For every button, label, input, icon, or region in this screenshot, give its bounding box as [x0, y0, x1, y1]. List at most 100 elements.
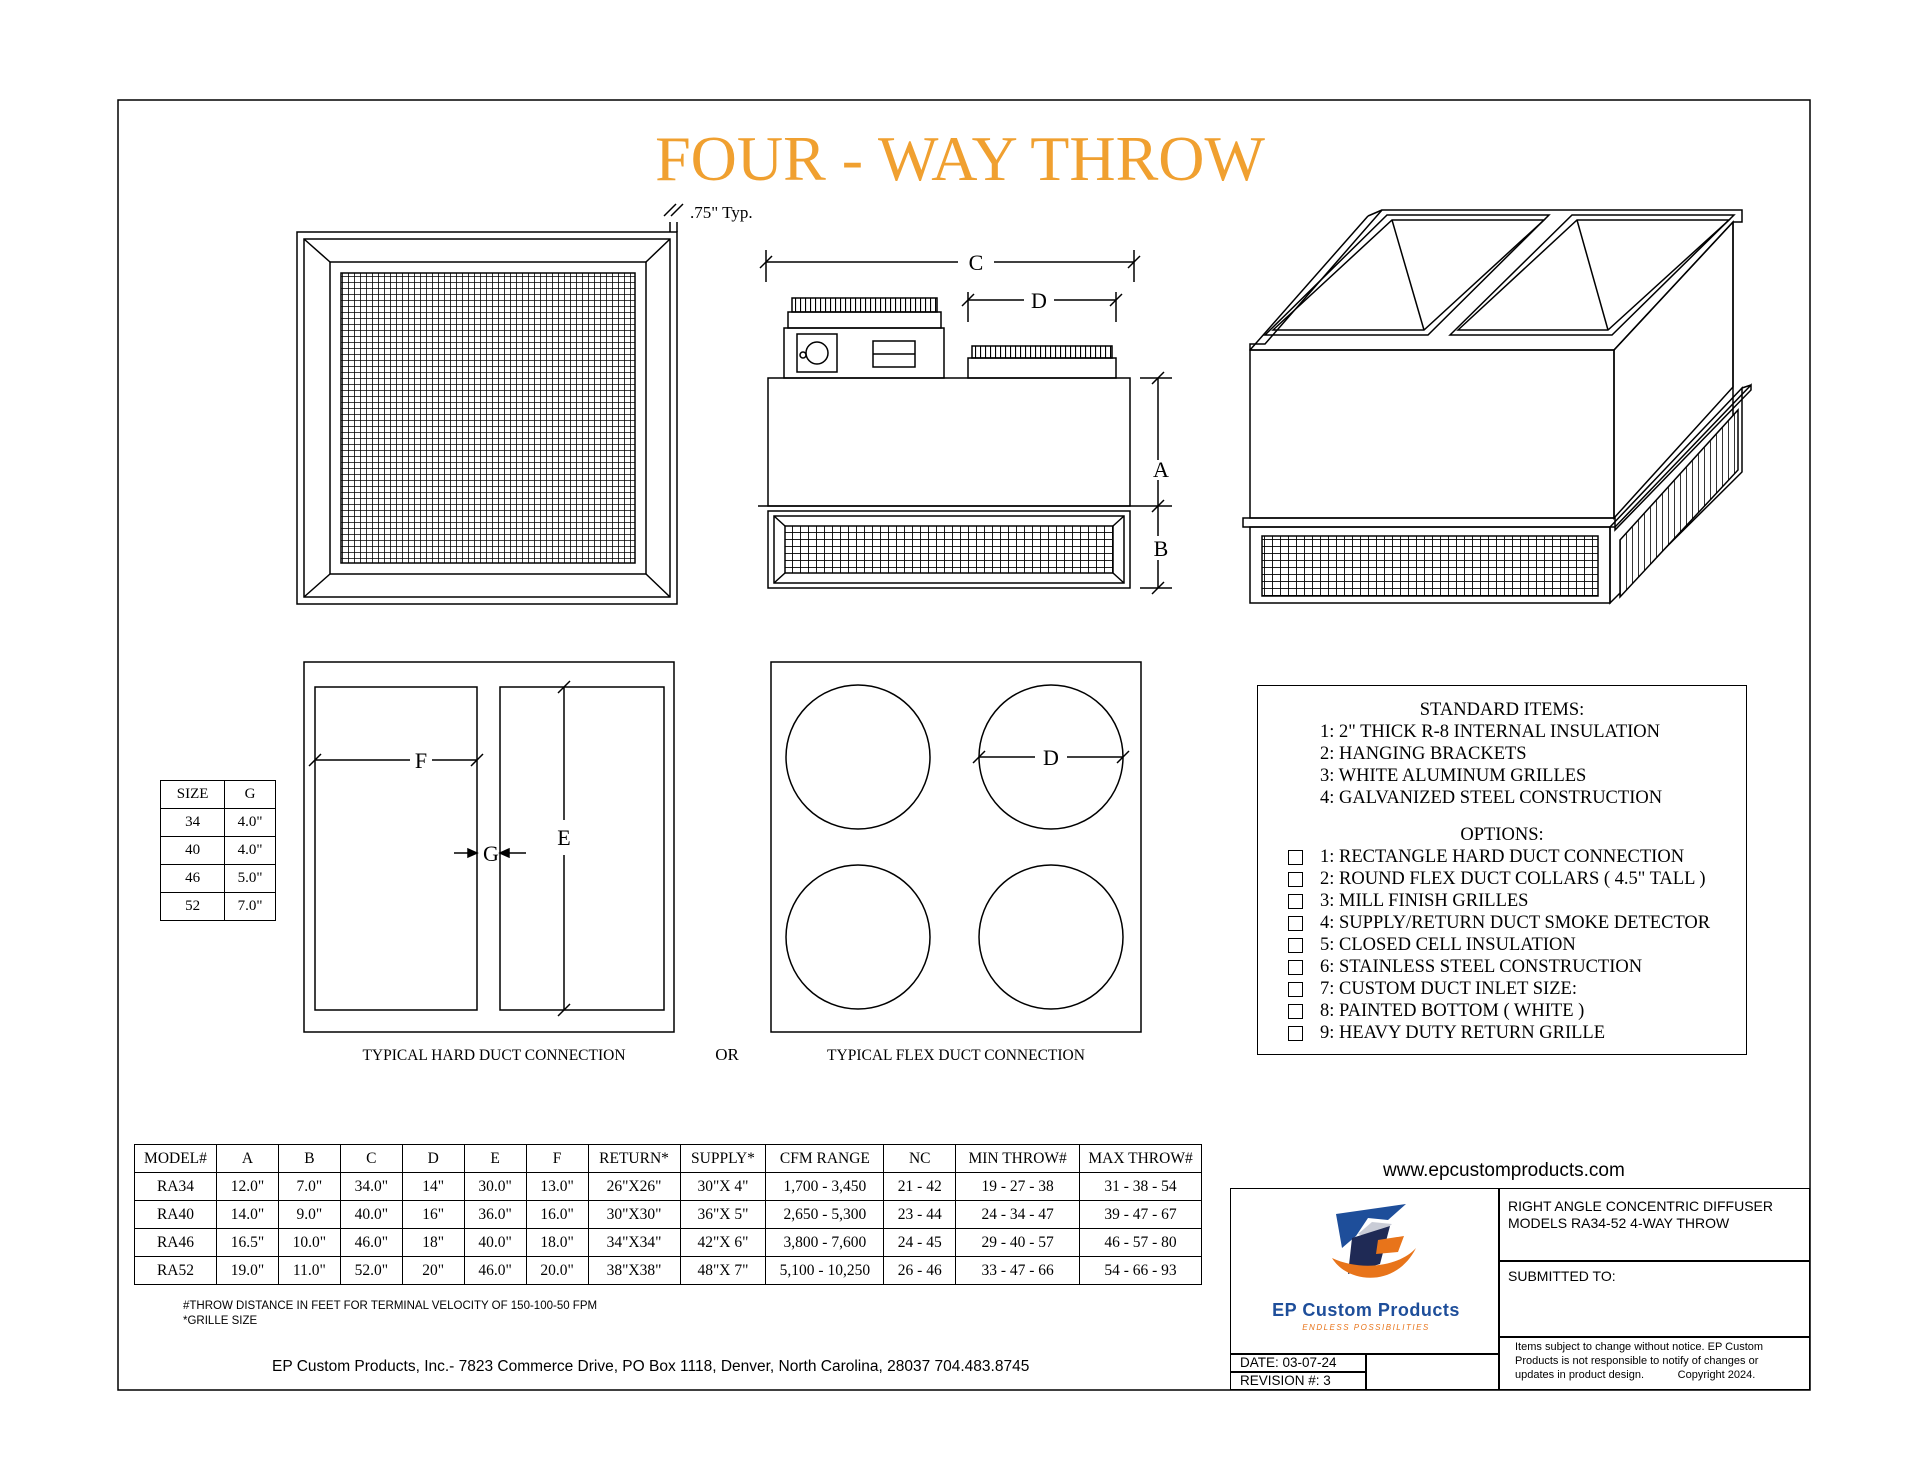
page-frame [117, 99, 1811, 1391]
logo-name: EP Custom Products [1272, 1300, 1460, 1320]
table-cell: 34"X34" [587, 1228, 681, 1257]
option-label: 7: CUSTOM DUCT INLET SIZE: [1320, 979, 1577, 999]
table-cell: 18" [401, 1228, 465, 1257]
page-title: FOUR - WAY THROW [655, 123, 1265, 194]
table-cell: 36.0" [463, 1200, 527, 1229]
option-row[interactable]: 7: CUSTOM DUCT INLET SIZE: [1258, 978, 1746, 1000]
size-header: SIZE [159, 780, 226, 809]
table-cell: 46.0" [463, 1256, 527, 1285]
disclaimer-line: Items subject to change without notice. … [1515, 1341, 1764, 1353]
option-checkbox[interactable] [1288, 849, 1303, 865]
dim-e-label: E [557, 825, 570, 850]
table-cell: 7.0" [277, 1172, 341, 1201]
table-cell: 46 - 57 - 80 [1079, 1228, 1202, 1257]
title-block-divider [1498, 1188, 1500, 1390]
option-row[interactable]: 1: RECTANGLE HARD DUCT CONNECTION [1258, 846, 1746, 868]
dim-d-label: D [1031, 288, 1047, 313]
table-cell: 54 - 66 - 93 [1079, 1256, 1202, 1285]
table-cell: 30.0" [463, 1172, 527, 1201]
option-row[interactable]: 5: CLOSED CELL INSULATION [1258, 934, 1746, 956]
column-header: MIN THROW# [955, 1144, 1081, 1173]
option-checkbox[interactable] [1288, 893, 1303, 909]
table-cell: 14.0" [215, 1200, 279, 1229]
option-label: 3: MILL FINISH GRILLES [1320, 891, 1529, 911]
option-label: 4: SUPPLY/RETURN DUCT SMOKE DETECTOR [1320, 913, 1711, 933]
standard-items-box: STANDARD ITEMS: 1: 2" THICK R-8 INTERNAL… [1257, 685, 1747, 1055]
table-cell: 52.0" [339, 1256, 403, 1285]
table-cell: 42"X 6" [679, 1228, 767, 1257]
table-cell: 46 [159, 864, 226, 893]
standard-item: 2: HANGING BRACKETS [1320, 744, 1527, 764]
table-cell: RA46 [134, 1228, 217, 1257]
option-row[interactable]: 6: STAINLESS STEEL CONSTRUCTION [1258, 956, 1746, 978]
side-elevation [758, 250, 1172, 595]
column-header: F [525, 1144, 589, 1173]
column-header: RETURN* [587, 1144, 681, 1173]
disclaimer-line: updates in product design. Copyright 202… [1515, 1369, 1756, 1381]
standard-item: 3: WHITE ALUMINUM GRILLES [1320, 766, 1587, 786]
hard-duct-caption: TYPICAL HARD DUCT CONNECTION [362, 1047, 625, 1064]
disclaimer: Items subject to change without notice. … [1515, 1340, 1763, 1382]
column-header: NC [883, 1144, 957, 1173]
table-cell: 40.0" [339, 1200, 403, 1229]
option-label: 6: STAINLESS STEEL CONSTRUCTION [1320, 957, 1643, 977]
table-cell: 26 - 46 [883, 1256, 957, 1285]
table-cell: 19.0" [215, 1256, 279, 1285]
option-checkbox[interactable] [1288, 871, 1303, 887]
product-description: RIGHT ANGLE CONCENTRIC DIFFUSER MODELS R… [1508, 1198, 1773, 1232]
option-checkbox[interactable] [1288, 981, 1303, 997]
product-line: MODELS RA34-52 4-WAY THROW [1508, 1215, 1730, 1231]
table-cell: 16.0" [525, 1200, 589, 1229]
flex-duct-connection [770, 661, 1142, 1033]
column-header: C [339, 1144, 403, 1173]
table-cell: 29 - 40 - 57 [955, 1228, 1081, 1257]
spec-header-row: MODEL# A B C D E F RETURN* SUPPLY* CFM R… [134, 1144, 1202, 1173]
table-cell: 12.0" [215, 1172, 279, 1201]
table-cell: 11.0" [277, 1256, 341, 1285]
table-cell: 33 - 47 - 66 [955, 1256, 1081, 1285]
table-cell: 36"X 5" [679, 1200, 767, 1229]
date-field: DATE: 03-07-24 [1240, 1355, 1337, 1370]
table-cell: 34.0" [339, 1172, 403, 1201]
standard-item: 4: GALVANIZED STEEL CONSTRUCTION [1320, 788, 1663, 808]
throw-note-line: #THROW DISTANCE IN FEET FOR TERMINAL VEL… [183, 1300, 598, 1312]
title-block-divider [1230, 1353, 1498, 1355]
table-cell: 4.0" [224, 808, 276, 837]
option-row[interactable]: 4: SUPPLY/RETURN DUCT SMOKE DETECTOR [1258, 912, 1746, 934]
column-header: MODEL# [134, 1144, 217, 1173]
grille-note-line: *GRILLE SIZE [183, 1315, 258, 1327]
table-cell: 31 - 38 - 54 [1079, 1172, 1202, 1201]
option-row[interactable]: 2: ROUND FLEX DUCT COLLARS ( 4.5" TALL ) [1258, 868, 1746, 890]
table-cell: 13.0" [525, 1172, 589, 1201]
standard-item: 1: 2" THICK R-8 INTERNAL INSULATION [1320, 722, 1661, 742]
option-checkbox[interactable] [1288, 937, 1303, 953]
option-label: 5: CLOSED CELL INSULATION [1320, 935, 1576, 955]
table-cell: 18.0" [525, 1228, 589, 1257]
footer-address: EP Custom Products, Inc.- 7823 Commerce … [272, 1358, 1030, 1375]
option-checkbox[interactable] [1288, 1025, 1303, 1041]
option-label: 8: PAINTED BOTTOM ( WHITE ) [1320, 1001, 1585, 1021]
website-link[interactable]: www.epcustomproducts.com [1383, 1160, 1625, 1181]
spec-table: MODEL# A B C D E F RETURN* SUPPLY* CFM R… [134, 1144, 1202, 1285]
table-cell: 40.0" [463, 1228, 527, 1257]
option-checkbox[interactable] [1288, 959, 1303, 975]
option-row[interactable]: 3: MILL FINISH GRILLES [1258, 890, 1746, 912]
option-checkbox[interactable] [1288, 1003, 1303, 1019]
title-block-divider [1498, 1260, 1810, 1262]
table-cell: 19 - 27 - 38 [955, 1172, 1081, 1201]
option-row[interactable]: 8: PAINTED BOTTOM ( WHITE ) [1258, 1000, 1746, 1022]
option-row[interactable]: 9: HEAVY DUTY RETURN GRILLE [1258, 1022, 1746, 1044]
table-cell: 39 - 47 - 67 [1079, 1200, 1202, 1229]
column-header: D [401, 1144, 465, 1173]
option-checkbox[interactable] [1288, 915, 1303, 931]
options-heading: OPTIONS: [1460, 825, 1544, 845]
or-label: OR [715, 1045, 739, 1064]
